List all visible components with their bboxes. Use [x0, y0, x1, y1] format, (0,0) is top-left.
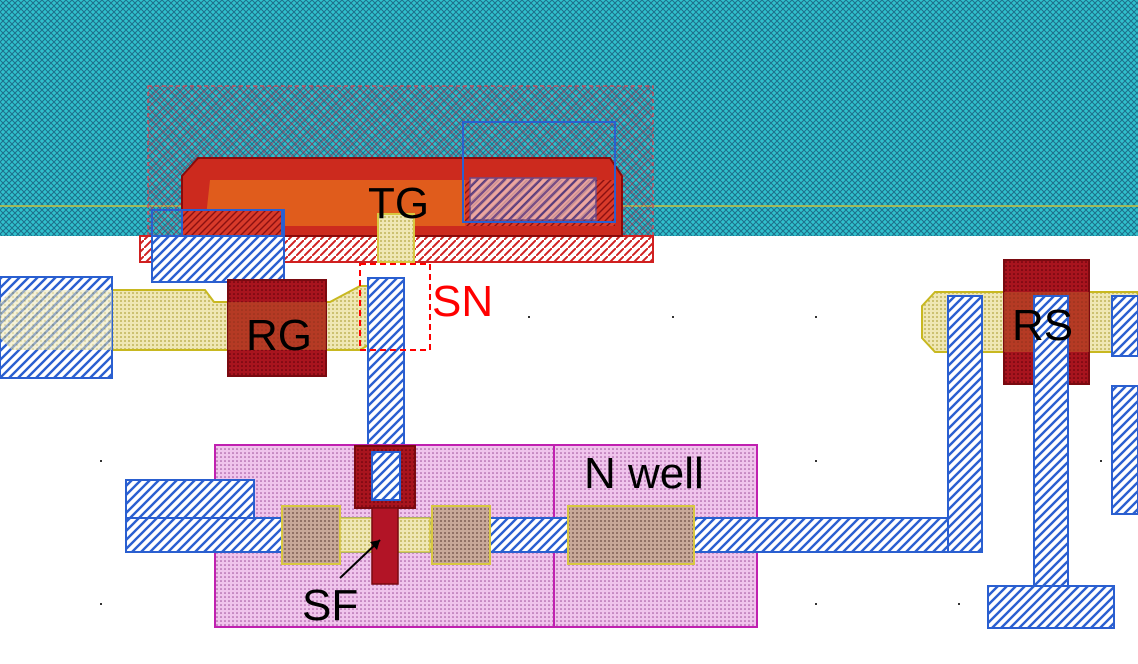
tg-metal-upper	[462, 121, 616, 223]
sf-diff-left	[281, 505, 341, 565]
rs-metal-left-column	[947, 295, 983, 553]
bottom-metal-bus	[125, 517, 983, 553]
sf-arrow	[339, 539, 381, 579]
sf-arrow-head	[370, 540, 380, 550]
sn-highlight-box	[359, 263, 431, 351]
label-sn: SN	[432, 277, 493, 326]
label-sf: SF	[302, 581, 358, 630]
grid-dots	[100, 316, 1102, 605]
label-tg: TG	[368, 179, 429, 228]
label-rg: RG	[246, 311, 312, 360]
rs-metal-right-lower	[1111, 385, 1138, 515]
rs-metal-center-column	[1033, 295, 1069, 597]
left-diffusion-overlay	[0, 290, 112, 350]
transfer-gate-structure	[139, 85, 654, 283]
rs-metal-right-column	[1111, 295, 1138, 357]
label-nwell: N well	[584, 449, 704, 498]
sf-diff-right	[431, 505, 491, 565]
rg-gate-overlap	[228, 302, 326, 350]
rs-metal-bottom-pad	[987, 585, 1115, 629]
sf-gate-contact	[371, 451, 401, 501]
tg-metal-inner	[469, 177, 597, 221]
nwell-diffusion	[567, 505, 695, 565]
tg-contact-center	[377, 213, 415, 263]
tg-metal-left-fill	[151, 235, 285, 283]
label-rs: RS	[1012, 301, 1073, 350]
